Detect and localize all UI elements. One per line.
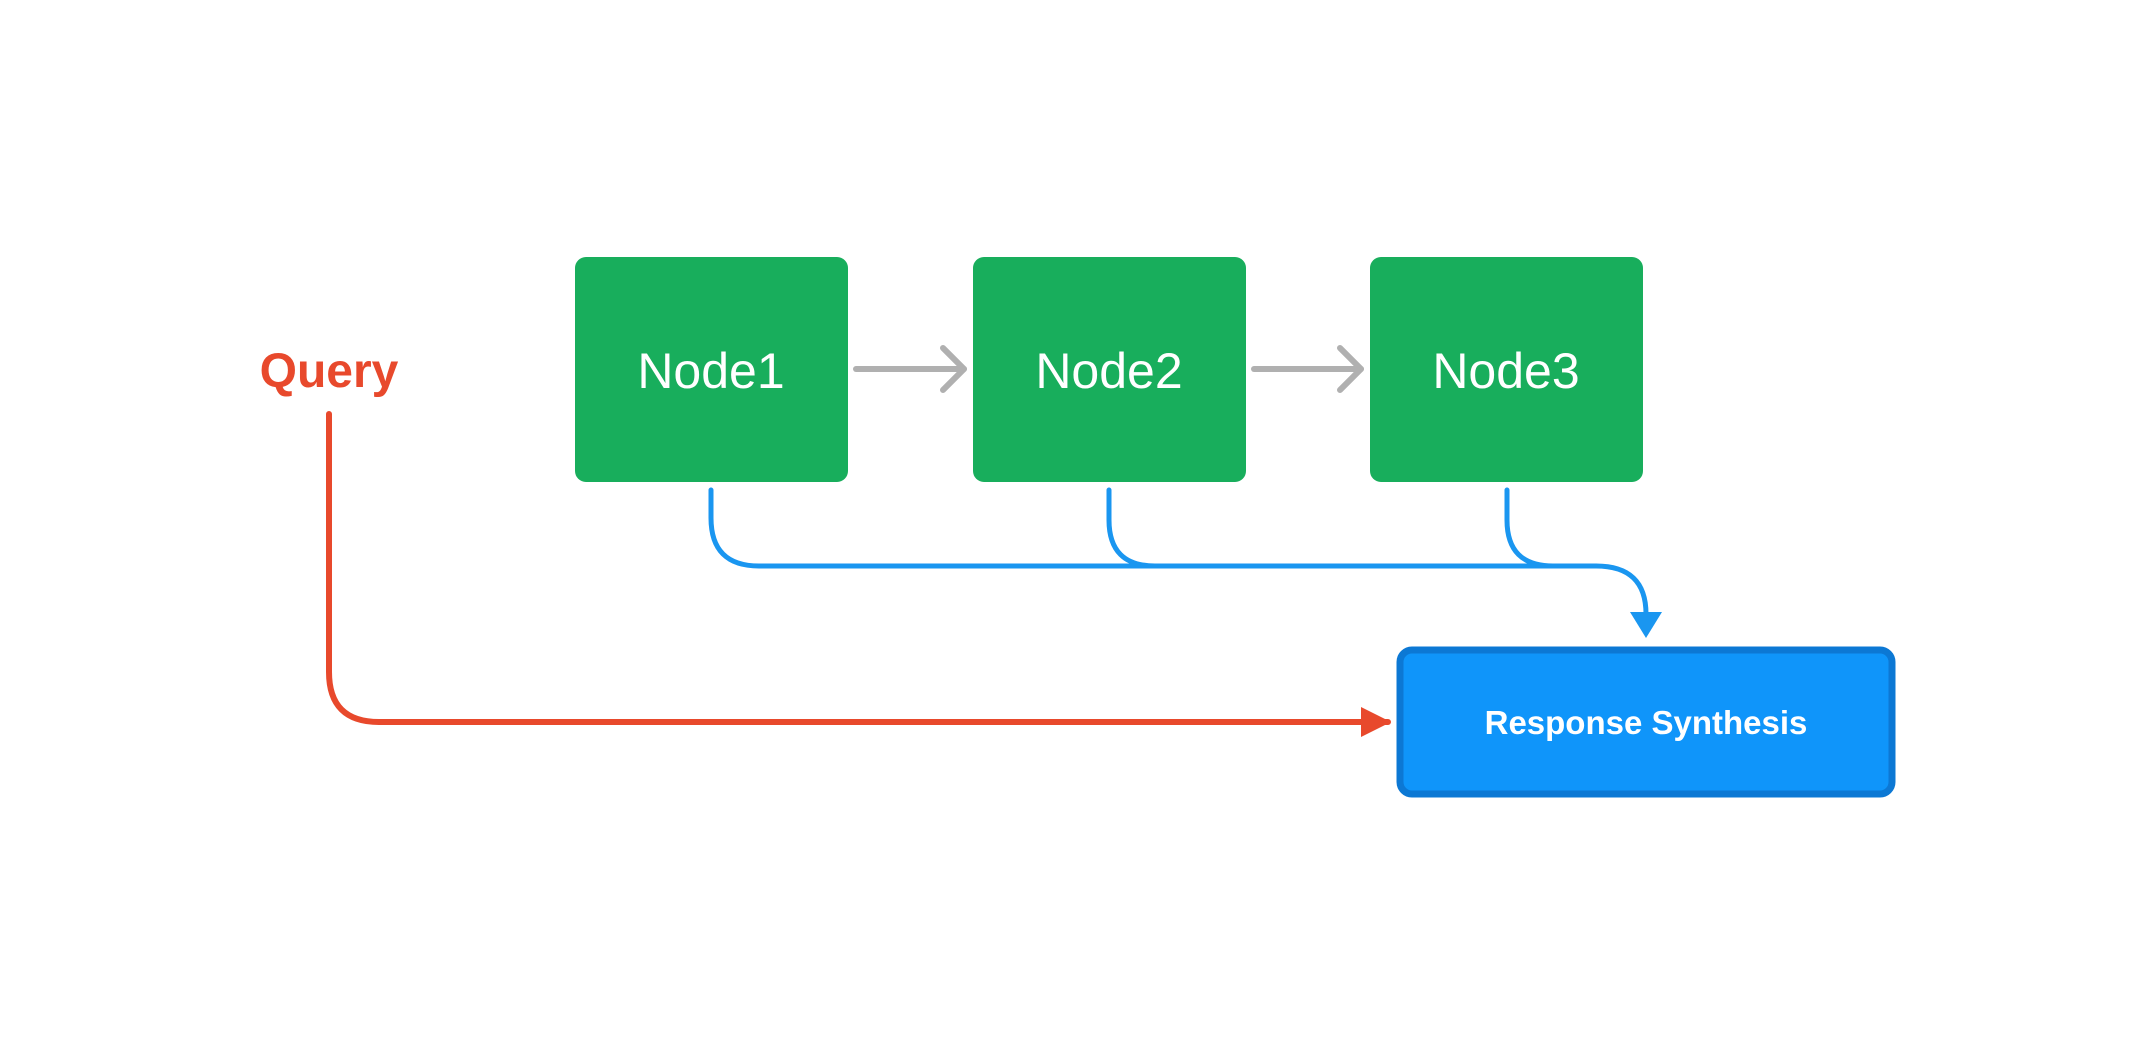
retrieval-arrowhead [1630, 612, 1662, 638]
sequence-arrow-node1-node2 [853, 345, 967, 393]
node-1-box [575, 257, 848, 482]
node-3-retrieval-line [1504, 487, 1556, 569]
response-synthesis: Response Synthesis [1396, 646, 1896, 798]
response-synthesis-box [1396, 646, 1896, 798]
query-label: Query [260, 345, 399, 398]
node-3-label: Node3 [1432, 343, 1579, 399]
response-synthesis-label: Response Synthesis [1485, 704, 1808, 741]
node-2-box [973, 257, 1246, 482]
sequence-arrow-node2-node3 [1251, 345, 1364, 393]
retrieval-connectors [708, 487, 1649, 617]
node-1-retrieval-line [708, 487, 1599, 569]
node-2-retrieval-line [1106, 487, 1158, 569]
node-2: Node2 [973, 257, 1246, 482]
query-to-synthesis-connector [326, 411, 1391, 737]
node-3-box [1370, 257, 1643, 482]
node-2-label: Node2 [1035, 343, 1182, 399]
node-1: Node1 [575, 257, 848, 482]
node-3: Node3 [1370, 257, 1643, 482]
node-1-label: Node1 [637, 343, 784, 399]
merged-retrieval-line [1593, 563, 1649, 617]
